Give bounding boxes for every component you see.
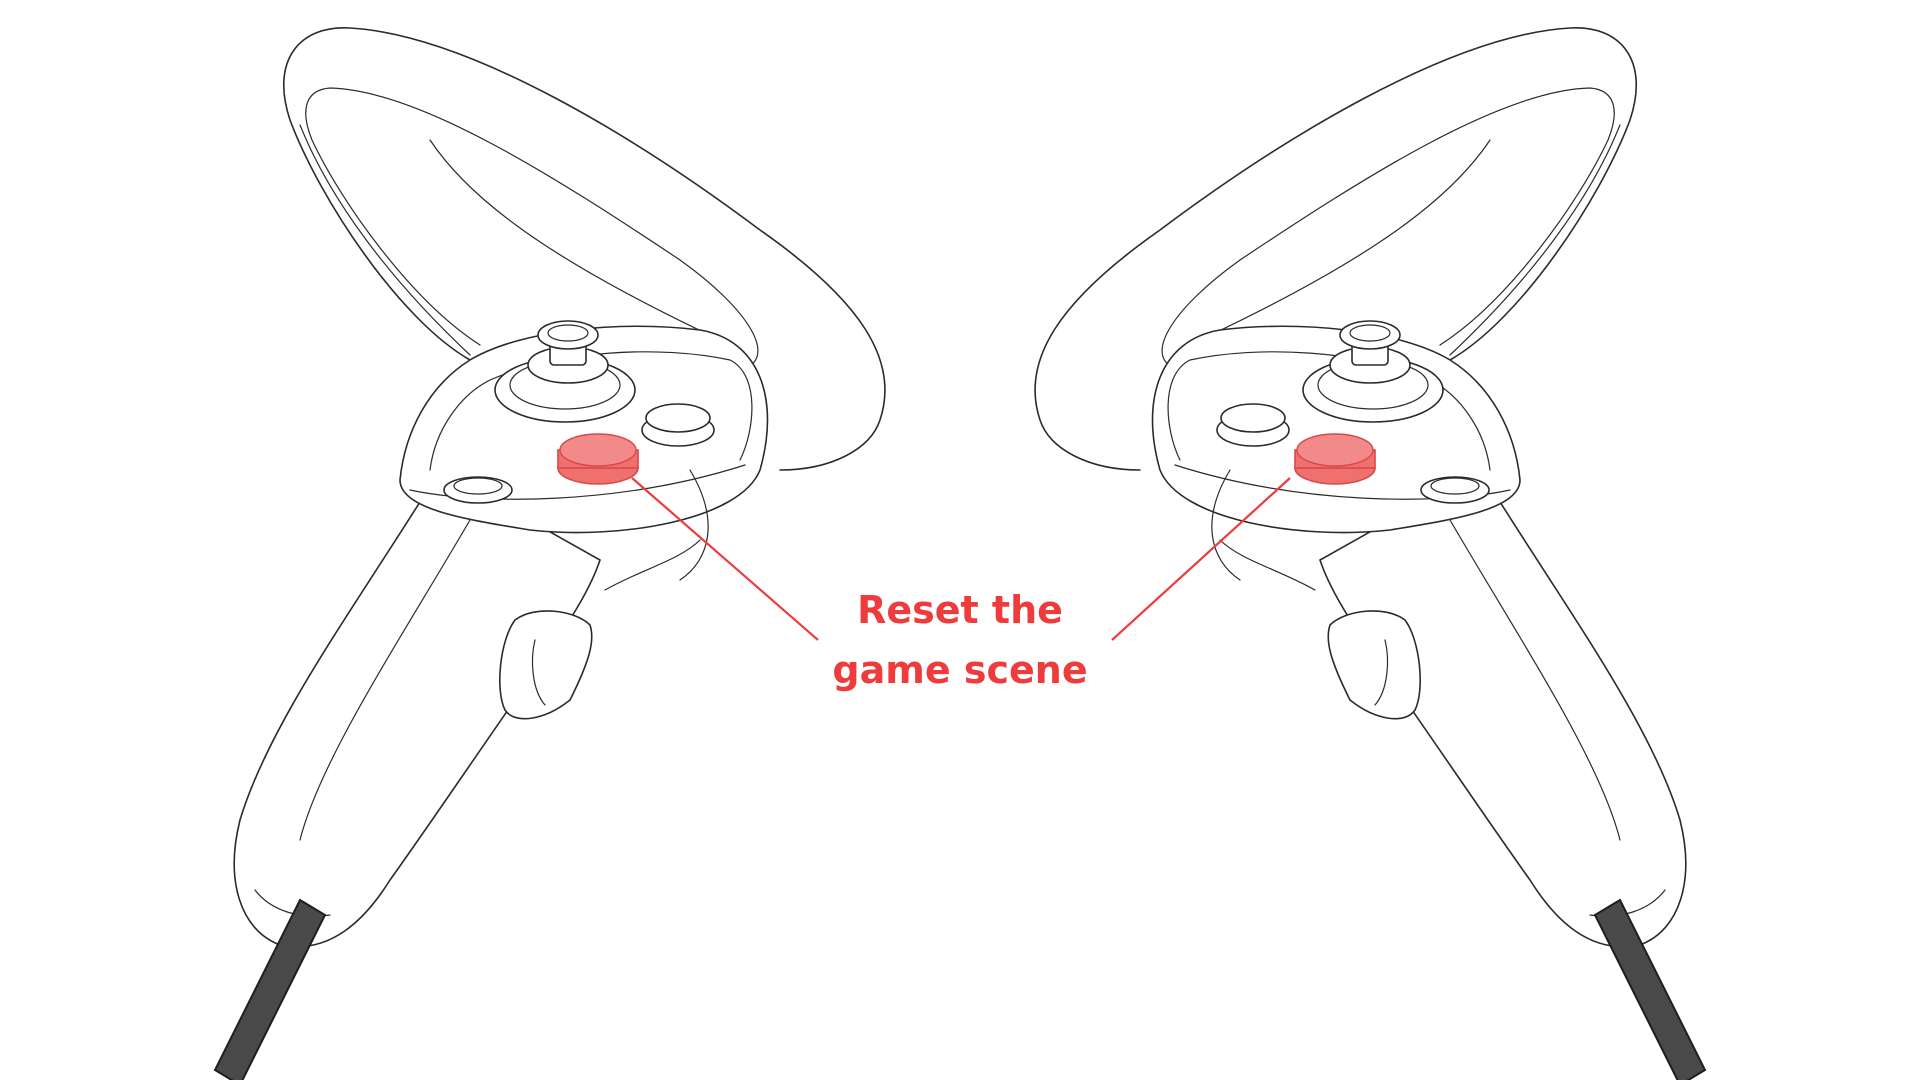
right-wrist-strap (1593, 898, 1707, 1085)
right-tracking-ring (1034, 27, 1638, 471)
right-tracking-ring-inner (1161, 87, 1615, 371)
right-controller (1034, 27, 1707, 1085)
left-menu-button (443, 476, 513, 504)
right-leader-line (1111, 477, 1291, 641)
left-tracking-ring (282, 27, 886, 471)
left-controller (213, 27, 886, 1085)
left-grip-button (499, 610, 593, 720)
callout-line-2: game scene (832, 648, 1088, 692)
left-wrist-strap (213, 898, 327, 1085)
callout-line-1: Reset the (857, 588, 1063, 632)
reset-callout-label: Reset the game scene (800, 580, 1120, 700)
left-tracking-ring-inner (305, 87, 759, 371)
right-grip-button (1327, 610, 1421, 720)
left-leader-line (631, 477, 819, 641)
right-menu-button (1420, 476, 1490, 504)
